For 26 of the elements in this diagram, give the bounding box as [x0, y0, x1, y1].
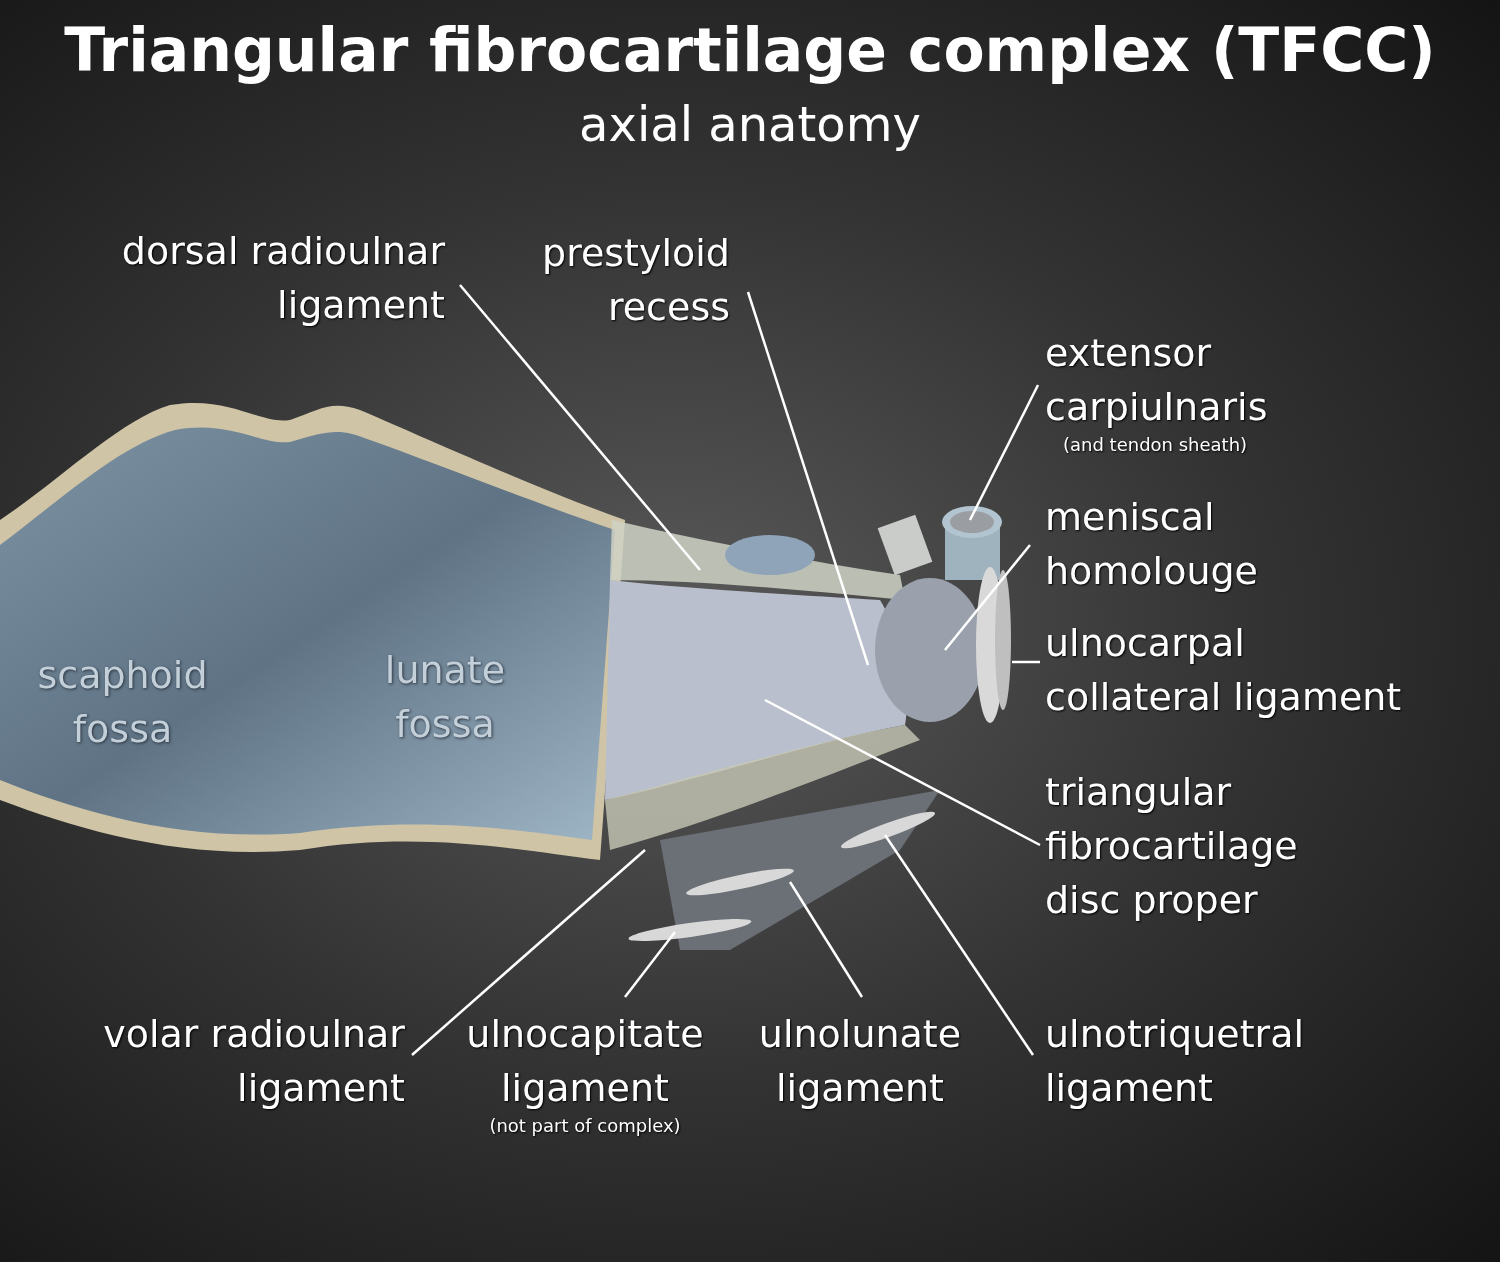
- part-label: extensor carpiulnaris: [1045, 330, 1269, 431]
- note-text: (not part of complex): [488, 1115, 682, 1137]
- part-label: volar radioulnar ligament: [45, 1007, 405, 1115]
- leader-line: [624, 931, 676, 998]
- leader-line: [746, 291, 870, 666]
- leader-line: [968, 384, 1040, 521]
- region-label: scaphoid fossa: [36, 652, 209, 753]
- part-label: triangular fibrocartilage disc proper: [1045, 765, 1365, 927]
- part-label: ulnocarpal collateral ligament: [1045, 616, 1425, 724]
- part-label: ulnocapitate ligament: [465, 1011, 705, 1112]
- part-label: ulnotriquetral ligament: [1045, 1007, 1375, 1115]
- leader-line: [883, 834, 1035, 1056]
- part-label: meniscal homolouge: [1045, 490, 1345, 598]
- part-label: ulnolunate ligament: [735, 1007, 985, 1115]
- leader-line: [1012, 660, 1040, 664]
- leader-line: [459, 284, 701, 571]
- leader-line: [764, 698, 1041, 847]
- leader-line: [944, 544, 1031, 651]
- part-label: prestyloid recess: [470, 226, 730, 334]
- subtitle: axial anatomy: [578, 95, 922, 154]
- leader-line: [411, 849, 646, 1056]
- note-text: (and tendon sheath): [1062, 434, 1249, 456]
- title: Triangular fibrocartilage complex (TFCC): [63, 14, 1437, 87]
- leader-line: [788, 881, 864, 998]
- part-label: dorsal radioulnar ligament: [45, 224, 445, 332]
- region-label: lunate fossa: [383, 647, 507, 748]
